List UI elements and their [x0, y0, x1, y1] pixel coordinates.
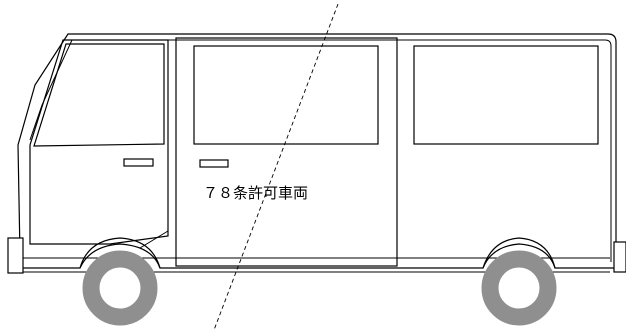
front-bumper	[7, 237, 24, 274]
front-wheel	[82, 250, 158, 326]
front-window	[33, 43, 165, 147]
rear-wheel-arch	[482, 237, 556, 269]
van-side-view-icon	[7, 33, 626, 274]
rear-bumper	[613, 241, 626, 273]
front-wheel-arch	[79, 237, 161, 269]
front-door	[29, 39, 169, 245]
wheel-icon	[481, 250, 557, 326]
wheel-icon	[82, 250, 158, 326]
rear-window	[413, 45, 599, 145]
sliding-door	[175, 37, 398, 267]
sliding-door-window	[193, 45, 379, 145]
roof-line	[29, 39, 612, 262]
sliding-door-handle	[199, 159, 229, 168]
front-door-handle	[123, 158, 154, 167]
van-body-outline	[17, 33, 617, 269]
dashed-diagonal-line	[213, 3, 339, 331]
rear-wheel	[481, 250, 557, 326]
permit-label: ７８条許可車両	[203, 184, 308, 202]
